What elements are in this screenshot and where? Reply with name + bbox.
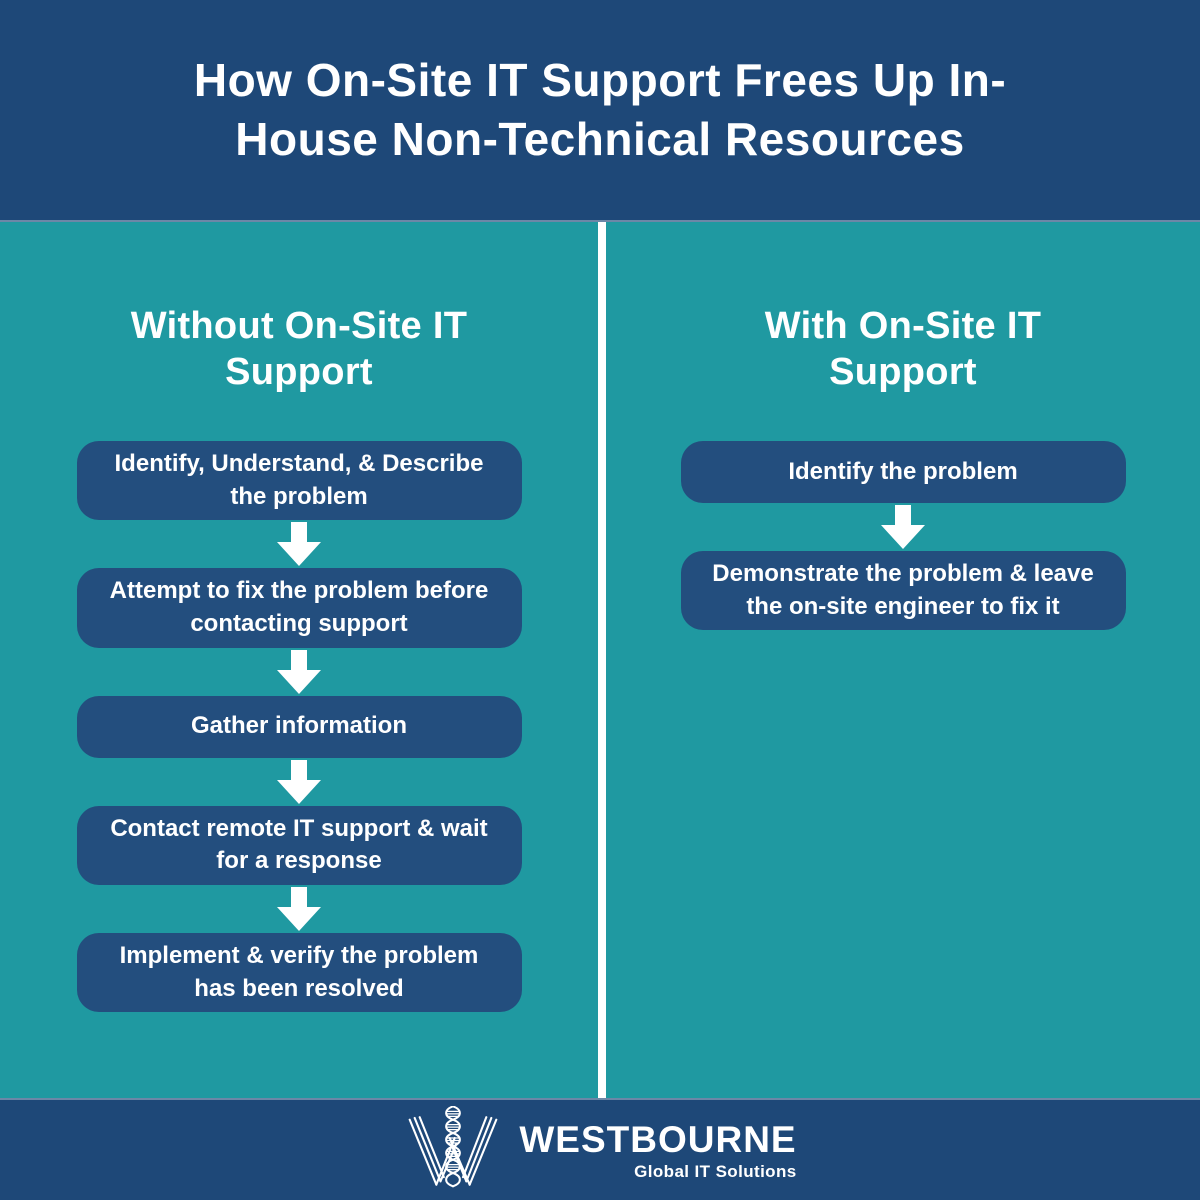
page-title-line-2: House Non-Technical Resources xyxy=(235,113,965,165)
column-with-onsite-support: With On-Site IT Support Identify the pro… xyxy=(606,222,1200,1098)
step-box-identify-problem: Identify the problem xyxy=(680,441,1126,504)
column-heading-without: Without On-Site IT Support xyxy=(131,304,467,395)
steps-with: Identify the problem Demonstrate the pro… xyxy=(680,441,1126,631)
footer-band: WESTBOURNE Global IT Solutions xyxy=(0,1098,1200,1200)
page-title: How On-Site IT Support Frees Up In- Hous… xyxy=(194,51,1006,169)
step-box-demonstrate-problem: Demonstrate the problem & leave the on-s… xyxy=(680,551,1126,631)
steps-without: Identify, Understand, & Describe the pro… xyxy=(76,441,522,1013)
brand-text: WESTBOURNE Global IT Solutions xyxy=(519,1121,796,1180)
column-heading-with: With On-Site IT Support xyxy=(765,304,1041,395)
down-arrow-icon xyxy=(881,505,925,550)
column-divider xyxy=(598,222,606,1098)
brand-tagline: Global IT Solutions xyxy=(634,1161,797,1181)
column-without-onsite-support: Without On-Site IT Support Identify, Und… xyxy=(0,222,598,1098)
page-title-line-1: How On-Site IT Support Frees Up In- xyxy=(193,54,1007,107)
brand-name: WESTBOURNE xyxy=(519,1118,797,1160)
step-box-identify-understand-describe: Identify, Understand, & Describe the pro… xyxy=(76,441,522,521)
w-dna-logo-icon xyxy=(403,1104,503,1195)
step-box-attempt-to-fix: Attempt to fix the problem before contac… xyxy=(76,568,522,648)
brand-lockup: WESTBOURNE Global IT Solutions xyxy=(403,1104,796,1195)
comparison-area: Without On-Site IT Support Identify, Und… xyxy=(0,222,1200,1098)
step-box-gather-information: Gather information xyxy=(76,695,522,758)
column-heading-with-line-1: With On-Site IT xyxy=(764,305,1042,347)
step-box-implement-verify: Implement & verify the problem has been … xyxy=(76,932,522,1013)
down-arrow-icon xyxy=(277,649,321,694)
column-heading-with-line-2: Support xyxy=(829,350,977,393)
down-arrow-icon xyxy=(277,759,321,804)
column-heading-without-line-1: Without On-Site IT xyxy=(130,305,468,347)
step-box-contact-remote-support: Contact remote IT support & wait for a r… xyxy=(76,805,522,885)
down-arrow-icon xyxy=(277,886,321,931)
down-arrow-icon xyxy=(277,522,321,567)
column-heading-without-line-2: Support xyxy=(225,350,373,393)
header-band: How On-Site IT Support Frees Up In- Hous… xyxy=(0,0,1200,222)
